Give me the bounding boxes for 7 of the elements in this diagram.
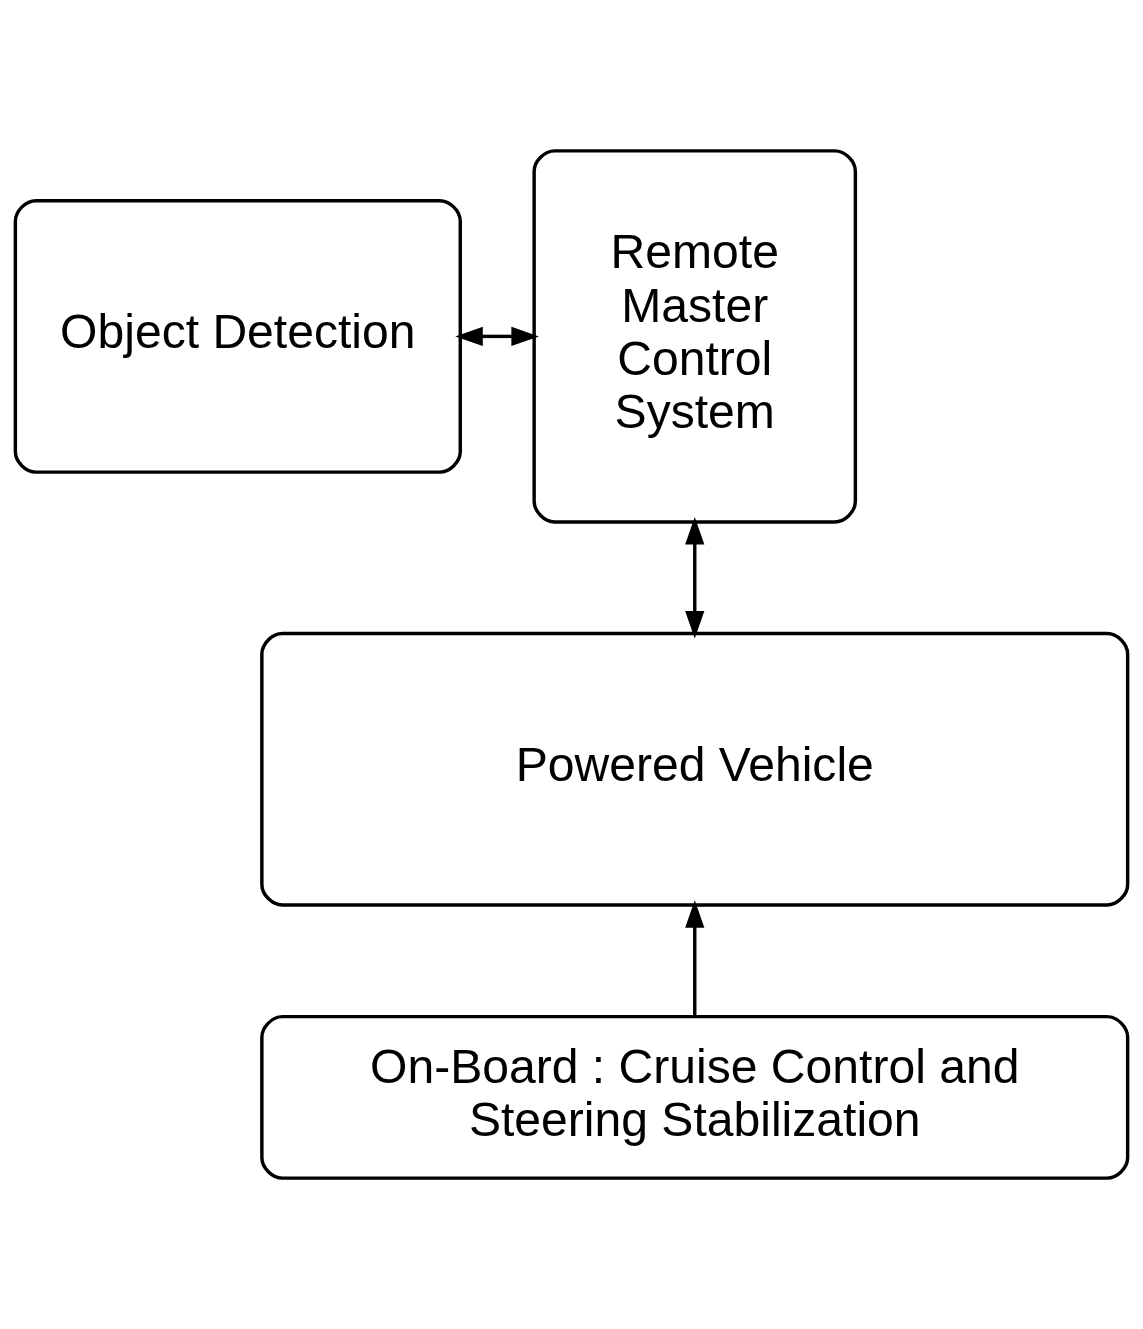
arrow: [685, 516, 705, 639]
arrow: [685, 900, 705, 1017]
node-box: Remote Master Control System: [532, 149, 858, 524]
node-box: On-Board : Cruise Control and Steering Stabilization: [260, 1014, 1130, 1180]
node-box: Powered Vehicle: [260, 631, 1130, 907]
node-box: Object Detection: [13, 198, 462, 474]
arrow: [455, 326, 539, 347]
